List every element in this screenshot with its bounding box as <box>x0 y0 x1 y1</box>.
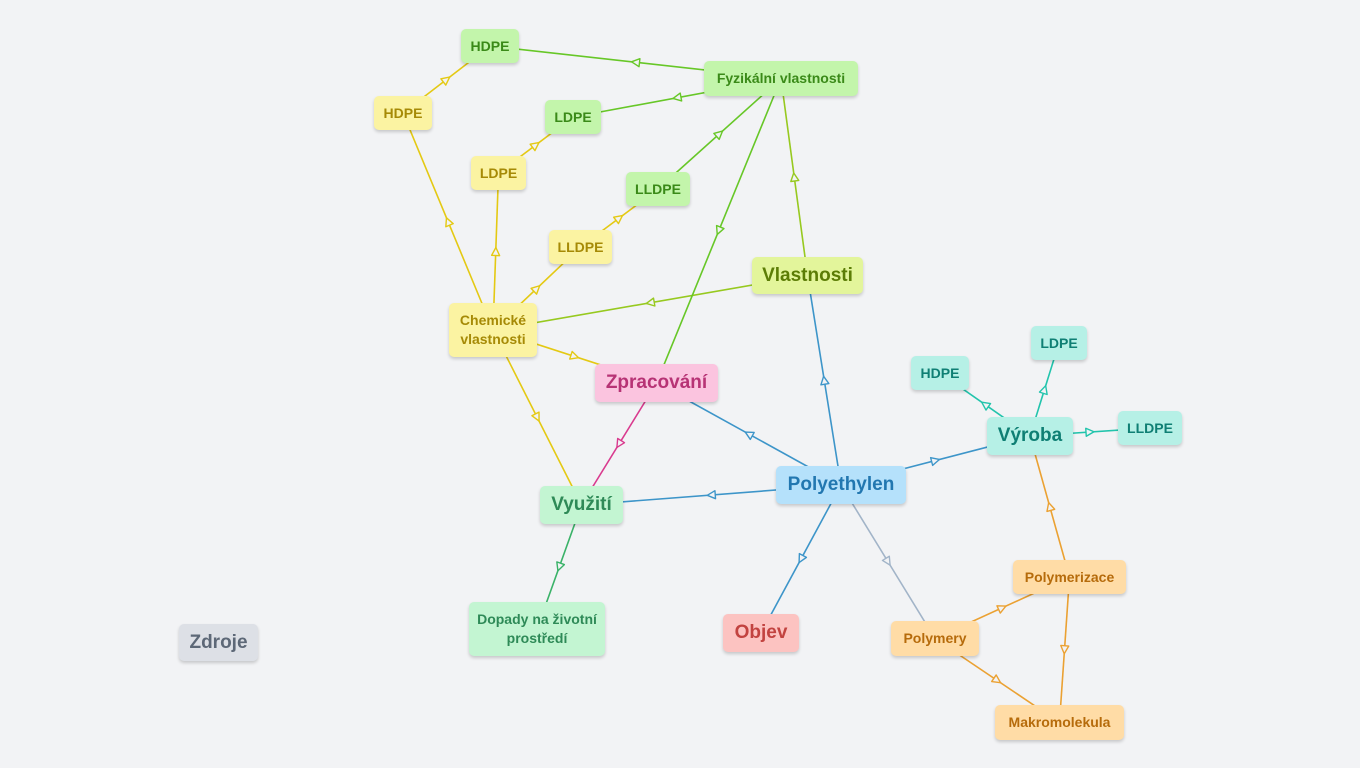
arrowhead-icon <box>1085 427 1095 437</box>
node-label: LDPE <box>479 164 518 181</box>
node-label: LLDPE <box>635 180 681 197</box>
node-label: HDPE <box>383 104 423 121</box>
arrowhead-icon <box>929 456 941 467</box>
arrowhead-icon <box>990 674 1002 684</box>
arrowhead-icon <box>790 172 800 183</box>
node-label: Polymery <box>903 630 967 647</box>
node-label: Chemické vlastnosti <box>459 312 527 347</box>
arrowhead-icon <box>1060 644 1070 655</box>
arrowhead-icon <box>715 224 725 236</box>
node-fyzikalni-vlastnosti[interactable]: Fyzikální vlastnosti <box>704 61 858 96</box>
node-label: Fyzikální vlastnosti <box>716 70 846 87</box>
arrowhead-icon <box>820 375 830 386</box>
node-polyethylen[interactable]: Polyethylen <box>776 466 906 504</box>
node-hdpe-vyroba[interactable]: HDPE <box>911 356 969 390</box>
node-label: LDPE <box>554 108 592 125</box>
node-vlastnosti[interactable]: Vlastnosti <box>752 257 863 294</box>
arrowhead-icon <box>981 401 992 411</box>
node-label: Výroba <box>997 425 1063 447</box>
node-vyroba[interactable]: Výroba <box>987 417 1073 455</box>
arrowhead-icon <box>1038 384 1048 396</box>
node-polymerizace[interactable]: Polymerizace <box>1013 560 1126 594</box>
node-label: Makromolekula <box>1008 714 1111 731</box>
node-label: Zpracování <box>605 372 708 394</box>
node-ldpe-vyroba[interactable]: LDPE <box>1031 326 1087 360</box>
node-label: Vlastnosti <box>762 264 853 286</box>
arrowhead-icon <box>881 555 891 566</box>
arrowhead-icon <box>445 217 454 228</box>
node-label: HDPE <box>470 37 510 54</box>
node-ldpe-chemicke[interactable]: LDPE <box>471 156 526 190</box>
node-lldpe-chemicke[interactable]: LLDPE <box>549 230 612 264</box>
node-lldpe-fyzikalni[interactable]: LLDPE <box>626 172 690 206</box>
arrowhead-icon <box>531 411 540 422</box>
node-label: LLDPE <box>1127 419 1173 436</box>
node-label: LLDPE <box>557 238 604 255</box>
arrowhead-icon <box>706 490 717 500</box>
arrowhead-icon <box>672 92 683 102</box>
node-label: Zdroje <box>189 631 248 653</box>
node-label: LDPE <box>1040 334 1078 351</box>
arrowhead-icon <box>612 214 624 225</box>
arrowhead-icon <box>529 141 540 152</box>
node-label: Využití <box>551 494 612 516</box>
node-chemicke-vlastnosti[interactable]: Chemické vlastnosti <box>449 303 537 357</box>
node-label: Polymerizace <box>1024 568 1115 585</box>
node-vyuziti[interactable]: Využití <box>540 486 623 524</box>
node-label: Objev <box>734 622 788 644</box>
node-label: Polyethylen <box>787 474 895 496</box>
node-lldpe-vyroba[interactable]: LLDPE <box>1118 411 1182 445</box>
arrowhead-icon <box>556 561 566 572</box>
arrowhead-icon <box>798 552 808 564</box>
node-hdpe-fyzikalni[interactable]: HDPE <box>461 29 519 63</box>
arrowhead-icon <box>630 58 641 68</box>
arrowhead-icon <box>645 297 656 307</box>
arrowhead-icon <box>616 437 626 449</box>
node-zdroje[interactable]: Zdroje <box>179 624 258 661</box>
arrowhead-icon <box>440 76 451 86</box>
arrowhead-icon <box>1046 501 1056 513</box>
arrowhead-icon <box>530 285 541 295</box>
arrowhead-icon <box>490 246 501 257</box>
node-polymery[interactable]: Polymery <box>891 621 979 656</box>
node-zpracovani[interactable]: Zpracování <box>595 364 718 402</box>
node-dopady-na-zivotni-prostredi[interactable]: Dopady na životní prostředí <box>469 602 605 656</box>
node-makromolekula[interactable]: Makromolekula <box>995 705 1124 740</box>
node-objev[interactable]: Objev <box>723 614 799 652</box>
arrowhead-icon <box>744 431 755 441</box>
node-label: HDPE <box>920 364 960 381</box>
node-label: Dopady na životní prostředí <box>477 611 597 646</box>
node-ldpe-fyzikalni[interactable]: LDPE <box>545 100 601 134</box>
node-hdpe-chemicke[interactable]: HDPE <box>374 96 432 130</box>
arrowhead-icon <box>996 605 1007 614</box>
arrowhead-icon <box>713 130 724 141</box>
arrowhead-icon <box>569 350 580 360</box>
